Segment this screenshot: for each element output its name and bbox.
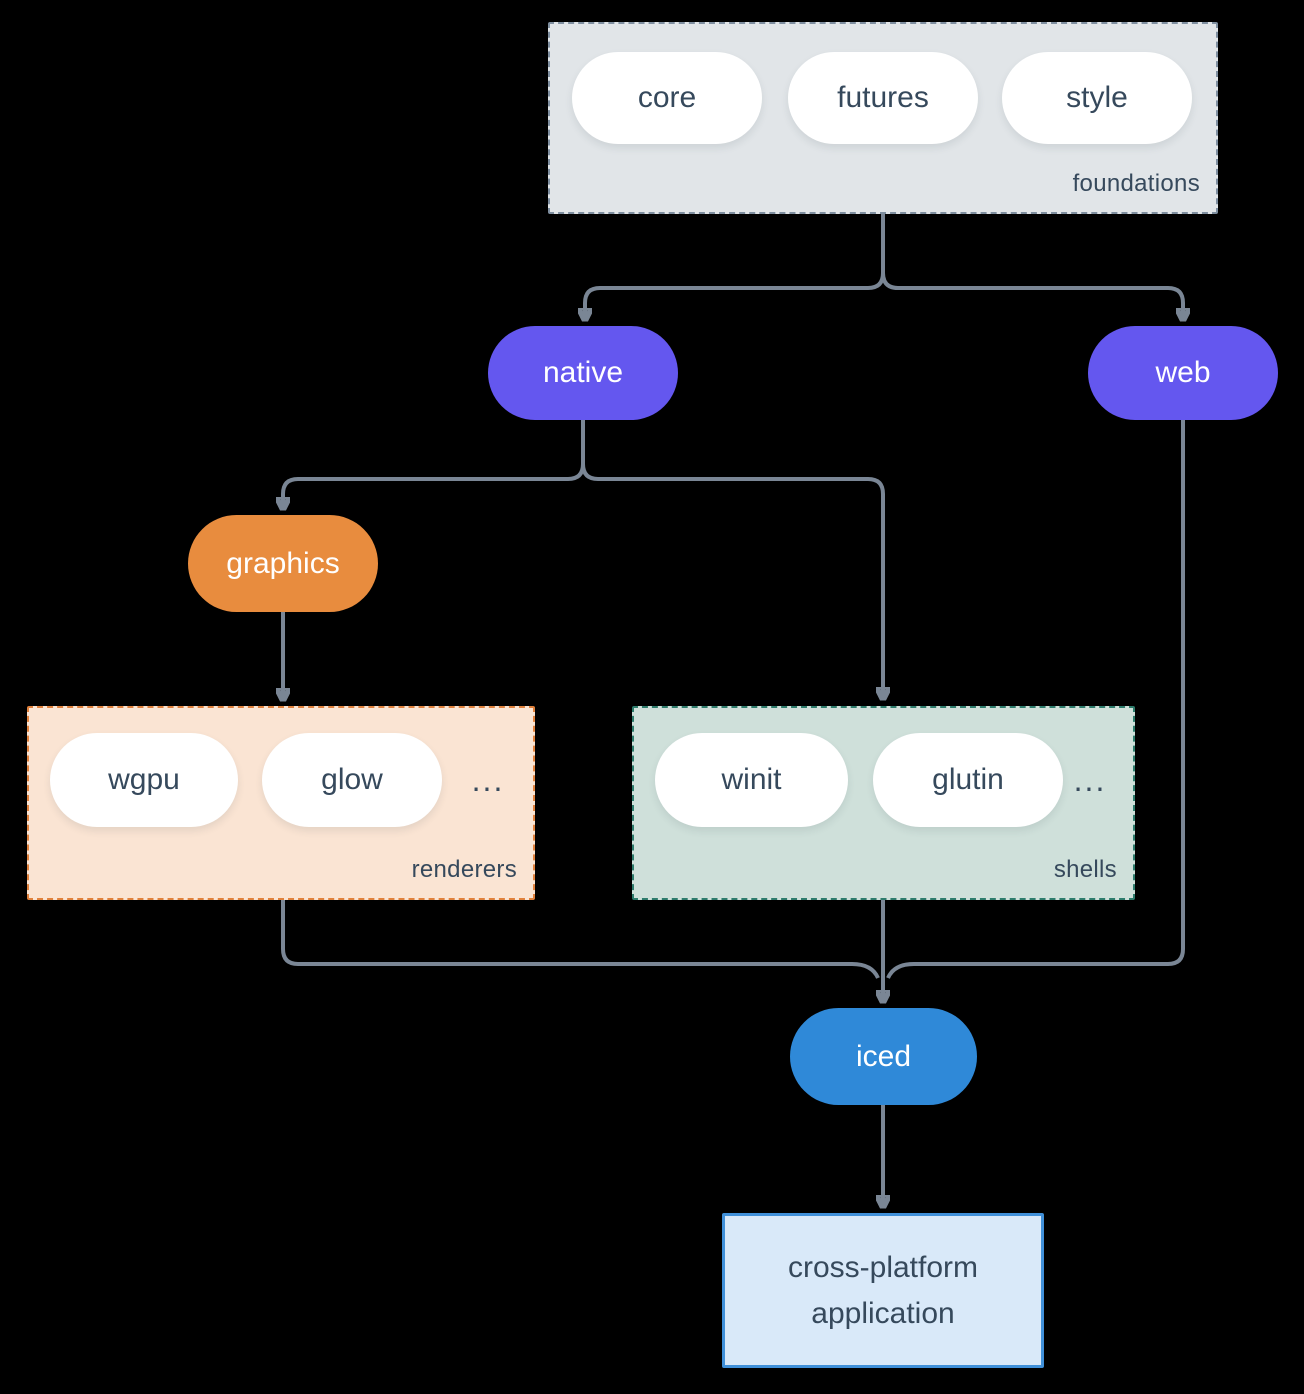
pill-core: core <box>572 52 762 144</box>
application-label-line1: cross-platform <box>787 1250 979 1284</box>
edge-native-graphics <box>283 420 585 509</box>
shells-label: shells <box>1053 856 1117 883</box>
node-native: native <box>488 326 678 420</box>
edge-foundations-native <box>585 214 885 320</box>
edge-native-shells <box>581 420 883 699</box>
renderers-ellipsis: ... <box>471 761 505 798</box>
pill-futures: futures <box>788 52 978 144</box>
edge-renderers-iced <box>281 900 880 979</box>
application-box: cross-platform application <box>722 1213 1044 1368</box>
node-iced: iced <box>790 1008 977 1105</box>
application-label-line2: application <box>811 1296 955 1330</box>
pill-wgpu: wgpu <box>50 733 238 827</box>
shells-ellipsis: ... <box>1073 761 1107 798</box>
edge-web-iced <box>886 420 1185 979</box>
pill-style: style <box>1002 52 1192 144</box>
pill-glutin: glutin <box>873 733 1063 827</box>
renderers-label: renderers <box>411 856 517 883</box>
pill-glow: glow <box>262 733 442 827</box>
pill-winit: winit <box>655 733 848 827</box>
edge-foundations-web <box>881 214 1183 320</box>
node-graphics: graphics <box>188 515 378 612</box>
foundations-label: foundations <box>1072 170 1200 197</box>
node-web: web <box>1088 326 1278 420</box>
